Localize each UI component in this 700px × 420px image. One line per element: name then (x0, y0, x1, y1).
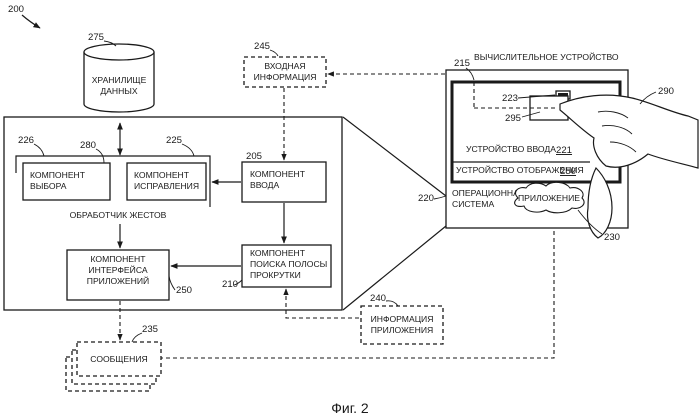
selection-line-1: КОМПОНЕНТ (30, 170, 86, 180)
application-label: ПРИЛОЖЕНИЕ (518, 193, 580, 203)
app-interface-line-1: КОМПОНЕНТ (90, 254, 146, 264)
scrollbar-search-line-3: ПРОКРУТКИ (250, 270, 301, 280)
computing-device-title: ВЫЧИСЛИТЕЛЬНОЕ УСТРОЙСТВО (474, 51, 619, 62)
figure-ref: 200 (8, 4, 24, 15)
selection-ref: 226 (18, 135, 34, 146)
app-info-line-2: ПРИЛОЖЕНИЯ (371, 325, 433, 335)
correction-ref: 225 (166, 135, 182, 146)
messages-leader (132, 333, 142, 342)
scrollbar-search-line-2: ПОИСКА ПОЛОСЫ (250, 259, 327, 269)
input-component-ref: 205 (246, 151, 262, 162)
app-interface-line-2: ИНТЕРФЕЙСА (88, 264, 147, 275)
input-info-line-1: ВХОДНАЯ (264, 61, 305, 71)
os-ref: 220 (418, 193, 434, 204)
hand-ref: 290 (658, 86, 674, 97)
messages-label: СООБЩЕНИЯ (90, 354, 147, 364)
display-device-ref: 250 (560, 166, 576, 177)
computing-device-ref: 215 (454, 58, 470, 69)
app-interface-ref: 250 (176, 285, 192, 296)
gesture-handler-label: ОБРАБОТЧИК ЖЕСТОВ (70, 210, 167, 220)
app-info-line-1: ИНФОРМАЦИЯ (371, 314, 434, 324)
input-device-label: УСТРОЙСТВО ВВОДА (466, 143, 556, 154)
app-interface-line-3: ПРИЛОЖЕНИЙ (87, 275, 149, 286)
touch-ref: 295 (505, 113, 521, 124)
data-store-line-2: ДАННЫХ (100, 86, 138, 96)
input-info-ref: 245 (254, 41, 270, 52)
input-component-line-2: ВВОДА (250, 180, 279, 190)
figure-ref-pointer (22, 15, 40, 28)
selection-inner-ref: 280 (80, 140, 96, 151)
os-leader (434, 196, 446, 199)
app-info-leader (386, 301, 398, 306)
connector-top (343, 117, 446, 196)
input-info-leader (270, 50, 278, 56)
correction-line-1: КОМПОНЕНТ (134, 170, 190, 180)
os-line-2: СИСТЕМА (452, 199, 494, 209)
messages-ref: 235 (142, 324, 158, 335)
application-ref: 230 (604, 232, 620, 243)
input-component-line-1: КОМПОНЕНТ (250, 169, 306, 179)
data-store-line-1: ХРАНИЛИЩЕ (92, 75, 147, 85)
data-store: ХРАНИЛИЩЕ ДАННЫХ (84, 44, 154, 112)
figure-caption: Фиг. 2 (331, 400, 369, 416)
input-info-line-2: ИНФОРМАЦИЯ (254, 72, 317, 82)
selection-line-2: ВЫБОРА (30, 181, 67, 191)
os-line-1: ОПЕРАЦИОННАЯ (452, 188, 525, 198)
scroll-element-ref: 223 (502, 93, 518, 104)
input-device-ref: 221 (556, 145, 572, 156)
scrollbar-search-line-1: КОМПОНЕНТ (250, 248, 306, 258)
app-info-ref: 240 (370, 293, 386, 304)
correction-line-2: ИСПРАВЛЕНИЯ (134, 181, 199, 191)
data-store-ref: 275 (88, 32, 104, 43)
connector-bottom (343, 226, 446, 310)
